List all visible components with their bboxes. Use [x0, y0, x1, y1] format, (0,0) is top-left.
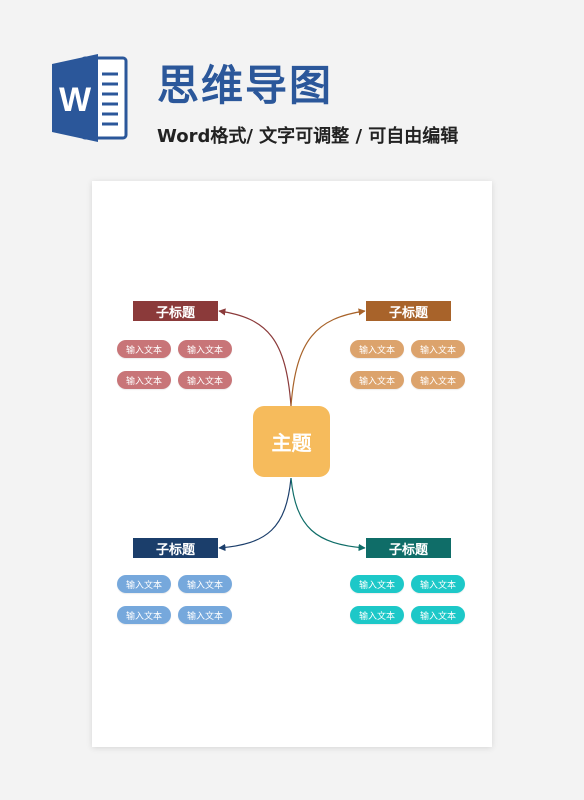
text-node[interactable]: 输入文本 [117, 575, 171, 593]
page-title: 思维导图 [157, 61, 334, 110]
text-node[interactable]: 输入文本 [350, 340, 404, 358]
text-node[interactable]: 输入文本 [411, 340, 465, 358]
connector-bottom-left [218, 477, 292, 552]
connector-top-right [290, 308, 366, 407]
subtopic-bottom-left[interactable]: 子标题 [133, 538, 218, 558]
text-node[interactable]: 输入文本 [350, 575, 404, 593]
text-node[interactable]: 输入文本 [178, 575, 232, 593]
text-node[interactable]: 输入文本 [411, 575, 465, 593]
subtopic-top-left[interactable]: 子标题 [133, 301, 218, 321]
connector-bottom-right [290, 477, 366, 552]
text-node[interactable]: 输入文本 [117, 371, 171, 389]
text-node[interactable]: 输入文本 [411, 371, 465, 389]
logo-letter: W [59, 81, 92, 119]
text-node[interactable]: 输入文本 [178, 606, 232, 624]
text-node[interactable]: 输入文本 [350, 606, 404, 624]
page-subtitle: Word格式/ 文字可调整 / 可自由编辑 [157, 126, 459, 147]
text-node[interactable]: 输入文本 [117, 340, 171, 358]
word-logo-icon: W [52, 54, 128, 142]
subtopic-top-right[interactable]: 子标题 [366, 301, 451, 321]
connector-top-left [218, 308, 292, 407]
central-topic[interactable]: 主题 [253, 406, 330, 477]
text-node[interactable]: 输入文本 [178, 340, 232, 358]
text-node[interactable]: 输入文本 [178, 371, 232, 389]
subtopic-bottom-right[interactable]: 子标题 [366, 538, 451, 558]
text-node[interactable]: 输入文本 [117, 606, 171, 624]
text-node[interactable]: 输入文本 [411, 606, 465, 624]
text-node[interactable]: 输入文本 [350, 371, 404, 389]
